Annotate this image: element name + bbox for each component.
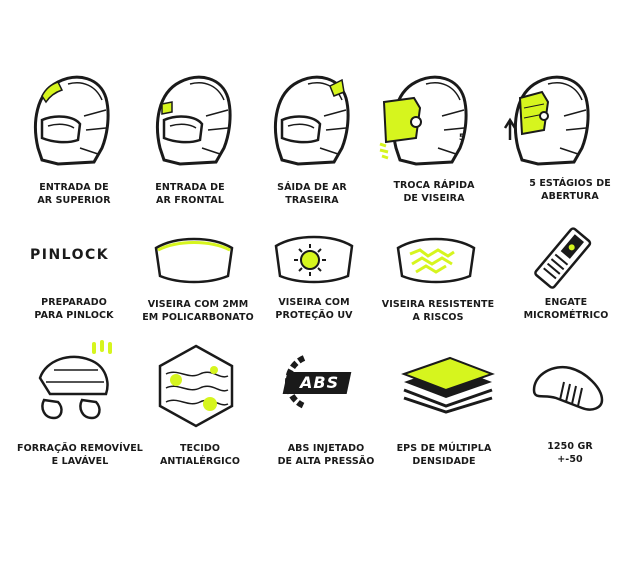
pinlock-logo-icon: PINLOCK: [30, 244, 109, 263]
pinlock-logo-text: PINLOCK: [30, 247, 110, 263]
visor-2mm-icon: [152, 237, 236, 290]
helmet-front-vent-icon: [150, 68, 234, 172]
multi-density-eps-icon: [400, 352, 496, 416]
antiallergic-fabric-icon: [158, 344, 234, 432]
helmet-rear-vent-icon: [268, 68, 352, 172]
abs-shell-icon: ABS: [280, 350, 360, 418]
removable-lining-icon: [30, 338, 120, 432]
visor-scratch-resistant-icon: [394, 237, 478, 290]
visor-uv-icon: [272, 235, 356, 292]
helmet-quick-visor-icon: [379, 68, 470, 172]
label-weight: 1250 GR+-50: [547, 441, 593, 465]
helmet-top-vent-icon: [28, 68, 112, 172]
micrometric-buckle-icon: [530, 227, 600, 296]
weight-icon: [530, 360, 606, 418]
helmet-opening-stages-icon: [500, 68, 590, 172]
abs-logo-text: ABS: [300, 373, 340, 392]
badge-five: 5: [458, 133, 466, 143]
